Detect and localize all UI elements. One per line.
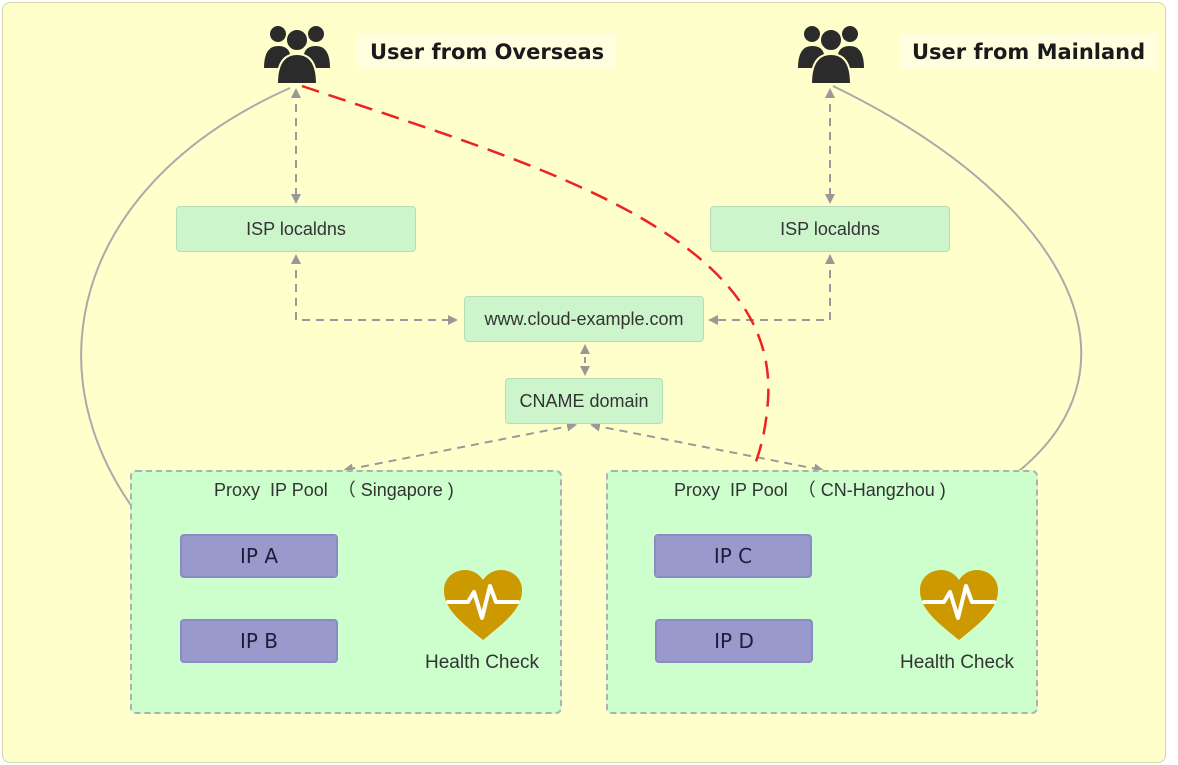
edge-cname-pool-left: [343, 421, 577, 474]
heart-icon-right: [920, 570, 998, 640]
pool-singapore-title: Proxy IP Pool （ Singapore ): [214, 480, 454, 500]
health-check-label-left: Health Check: [425, 652, 540, 673]
pool-hangzhou-title: Proxy IP Pool （ CN-Hangzhou ): [674, 480, 946, 500]
health-check-label-right: Health Check: [900, 652, 1015, 673]
ip-d-box: IP D: [655, 619, 813, 663]
user-mainland-label: User from Mainland: [900, 34, 1158, 70]
ip-b-box: IP B: [180, 619, 338, 663]
users-icon-overseas: [264, 26, 330, 85]
edge-cname-pool-right: [590, 421, 824, 474]
domain-box: www.cloud-example.com: [464, 296, 704, 342]
cname-box: CNAME domain: [505, 378, 663, 424]
heart-icon-left: [444, 570, 522, 640]
edge-isp-left-domain: [291, 254, 458, 325]
edge-overseas-ip-a: [80, 87, 291, 554]
user-overseas-label: User from Overseas: [358, 34, 617, 70]
isp-localdns-left: ISP localdns: [176, 206, 416, 252]
ip-c-box: IP C: [654, 534, 812, 578]
users-icon-mainland: [798, 26, 864, 85]
isp-localdns-right: ISP localdns: [710, 206, 950, 252]
ip-a-box: IP A: [180, 534, 338, 578]
